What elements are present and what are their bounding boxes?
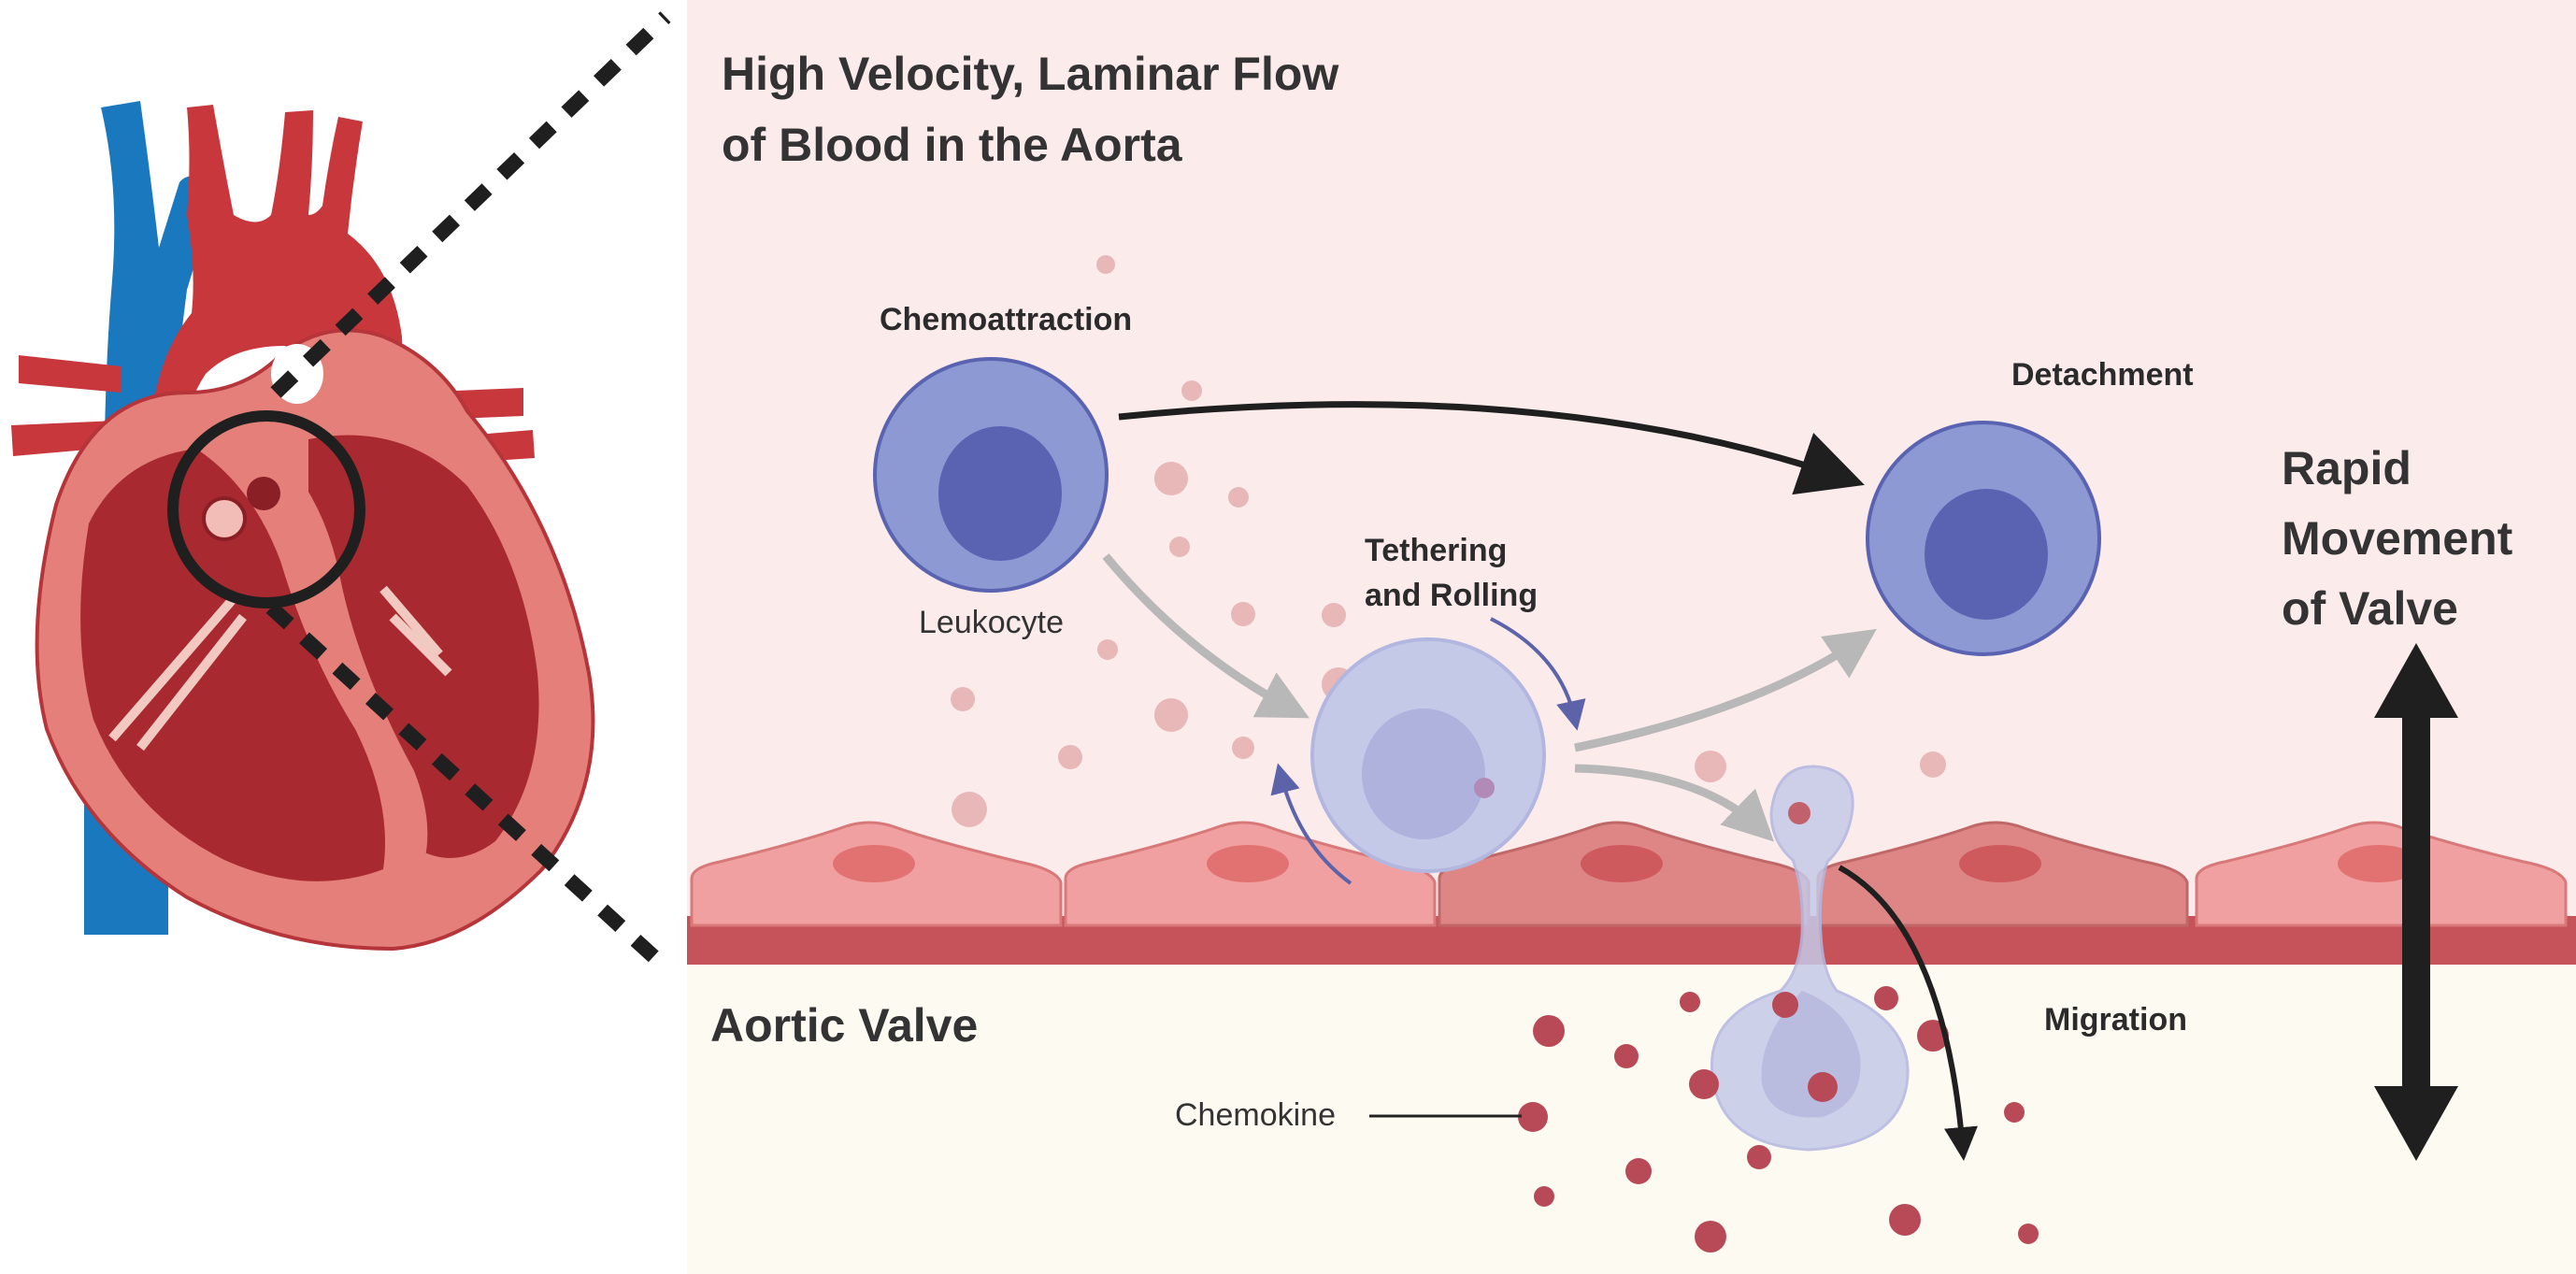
chemokine-dot xyxy=(2004,1102,2025,1123)
chemokine-dot xyxy=(1747,1145,1771,1169)
title-line-2: of Blood in the Aorta xyxy=(722,119,1183,171)
side-text-line-3: of Valve xyxy=(2282,582,2458,635)
rolling-arrow xyxy=(1270,763,1352,885)
chemokine-dot xyxy=(1808,1072,1838,1102)
chemokine-dot xyxy=(1322,603,1346,627)
chemokine-dot xyxy=(1232,737,1254,759)
chordae xyxy=(108,585,452,752)
chemokine-dot xyxy=(1695,1221,1726,1253)
valve-movement-arrow xyxy=(2374,643,2458,1161)
chemokine-dot xyxy=(1154,462,1188,495)
chemokine-dot xyxy=(1689,1069,1719,1099)
aortic-valve-label: Aortic Valve xyxy=(710,999,978,1052)
chemokine-dot xyxy=(1181,380,1202,401)
endothelial-nucleus xyxy=(2338,845,2420,882)
endothelial-nucleus xyxy=(833,845,915,882)
endothelial-nucleus xyxy=(1959,845,2041,882)
septum xyxy=(235,428,428,864)
magnifier-circle xyxy=(167,410,365,608)
chemokine-dot xyxy=(952,792,987,827)
detachment-label: Detachment xyxy=(2011,357,2194,393)
chemokine-dot xyxy=(1058,745,1082,769)
heart-chambers xyxy=(80,449,385,881)
migration-arrow xyxy=(1838,865,1978,1161)
valve-leaflet xyxy=(247,477,280,510)
valve-leaflet xyxy=(202,496,247,541)
chemokine-dot xyxy=(1614,1044,1639,1068)
chemokine-dot xyxy=(951,687,975,711)
chemoattraction-label: Chemoattraction xyxy=(880,302,1132,337)
endothelial-nucleus xyxy=(1581,845,1663,882)
endothelial-nucleus xyxy=(1207,845,1289,882)
aortic-valve-region xyxy=(687,963,2576,1274)
chemokines-blood xyxy=(951,255,1946,827)
chemoattraction-arrow xyxy=(1102,553,1309,719)
rolling-leukocyte xyxy=(1310,637,1546,873)
leukocyte-label: Leukocyte xyxy=(919,605,1064,640)
endothelium xyxy=(690,821,2568,927)
chemokines-tissue xyxy=(1518,986,2039,1253)
side-text-line-2: Movement xyxy=(2282,512,2513,565)
side-text-line-1: Rapid xyxy=(2282,442,2411,494)
transmigration-arrow xyxy=(1574,764,1774,842)
zoom-line-top xyxy=(270,11,671,398)
chemokine-dot xyxy=(1169,537,1190,557)
chemokine-dot xyxy=(1231,602,1255,626)
chemokine-dot xyxy=(1534,1186,1554,1207)
release-arrow xyxy=(1574,628,1877,752)
chemokine-dot xyxy=(1533,1015,1565,1047)
leukocyte-cell xyxy=(873,357,1109,593)
detached-leukocyte xyxy=(1866,421,2101,656)
chemokine-dot xyxy=(1889,1204,1921,1236)
tethering-label-line-1: Tethering xyxy=(1365,533,1507,568)
chemokine-dot xyxy=(1154,698,1188,732)
chemokine-dot xyxy=(1680,992,1700,1012)
chemokine-dot xyxy=(1228,487,1249,508)
chemokine-dot xyxy=(1625,1158,1652,1184)
chemokine-dot xyxy=(2018,1224,2039,1244)
chemokine-pointer-dot xyxy=(1518,1102,1548,1132)
migration-label: Migration xyxy=(2044,1002,2187,1038)
tethering-label-line-2: and Rolling xyxy=(1365,578,1538,613)
detachment-arrow xyxy=(1118,401,1865,495)
chemokine-dot xyxy=(1695,751,1726,782)
chemokine-dot xyxy=(1097,639,1118,660)
title-line-1: High Velocity, Laminar Flow xyxy=(722,48,1338,100)
chemokine-dot xyxy=(1096,255,1115,274)
tethering-arrow xyxy=(1490,617,1586,731)
chemokine-label: Chemokine xyxy=(1175,1097,1336,1133)
chemokine-dot xyxy=(1920,752,1946,778)
chemokine-dot xyxy=(1874,986,1898,1010)
chemokine-dot xyxy=(1772,992,1798,1018)
